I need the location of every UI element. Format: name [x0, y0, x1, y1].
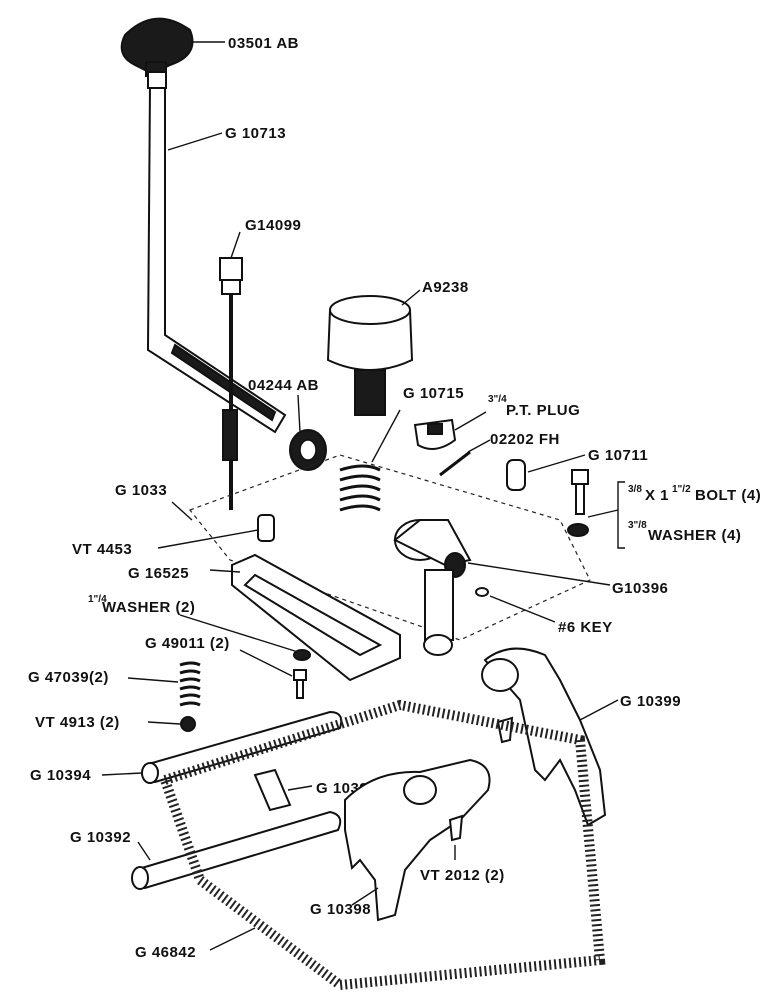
label-seal: 04244 AB	[248, 377, 319, 394]
detent-ball	[180, 716, 196, 732]
shift-rail-1	[141, 710, 343, 784]
screw	[293, 669, 307, 699]
lock-screw-1	[496, 716, 514, 744]
label-cover: G 1033	[115, 482, 167, 499]
label-rod: G14099	[245, 217, 301, 234]
label-washer14-fraction: 1"/4	[88, 594, 107, 605]
shifter-finger	[393, 519, 472, 656]
label-lever: G 10713	[225, 125, 286, 142]
detent-spring	[179, 661, 201, 707]
label-rail2: G 10392	[70, 829, 131, 846]
small-washer	[293, 649, 311, 661]
label-rail1: G 10394	[30, 767, 91, 784]
guide-plate	[231, 553, 401, 682]
lock-screw-2	[448, 814, 464, 842]
gasket	[158, 699, 606, 991]
label-gasket: G 46842	[135, 944, 196, 961]
label-washer14: WASHER (2)	[102, 599, 195, 616]
pipe-plug	[413, 418, 457, 450]
label-fork2: G 10398	[310, 901, 371, 918]
spring	[339, 464, 381, 512]
cover-outline	[189, 454, 591, 641]
label-bolt-x: X 1	[645, 487, 669, 504]
label-shifter: G10396	[612, 580, 668, 597]
label-bolt-fraction-2: 1"/2	[672, 484, 691, 495]
label-cap: A9238	[422, 279, 469, 296]
label-g47039: G 47039(2)	[28, 669, 109, 686]
label-pin2: G 10711	[588, 447, 648, 464]
shift-rail-2	[131, 810, 342, 890]
dowel-sleeve	[257, 514, 275, 542]
label-pin: 02202 FH	[490, 431, 560, 448]
woodruff-key	[475, 587, 489, 597]
label-washer: WASHER (4)	[648, 527, 741, 544]
bolt	[567, 469, 589, 537]
spring-cap	[326, 295, 414, 416]
label-key: #6 KEY	[558, 619, 613, 636]
label-g49011: G 49011 (2)	[145, 635, 230, 652]
label-bolt: BOLT (4)	[695, 487, 761, 504]
label-vt2012: VT 2012 (2)	[420, 867, 505, 884]
interlock-pin	[506, 459, 526, 491]
label-knob: 03501 AB	[228, 35, 299, 52]
label-washer-fraction: 3"/8	[628, 520, 647, 531]
label-plate: G 16525	[128, 565, 189, 582]
label-spring: G 10715	[403, 385, 464, 402]
label-plug-fraction: 3"/4	[488, 394, 507, 405]
label-plug: P.T. PLUG	[506, 402, 580, 419]
label-fork1: G 10399	[620, 693, 681, 710]
label-vt4453: VT 4453	[72, 541, 132, 558]
shift-fork-2	[344, 758, 491, 922]
shift-lever	[146, 71, 287, 434]
shift-knob	[120, 17, 194, 77]
interlock-dowel	[253, 768, 292, 812]
label-vt4913: VT 4913 (2)	[35, 714, 120, 731]
oil-seal	[289, 429, 327, 471]
label-bolt-fraction-1: 3/8	[628, 484, 642, 495]
